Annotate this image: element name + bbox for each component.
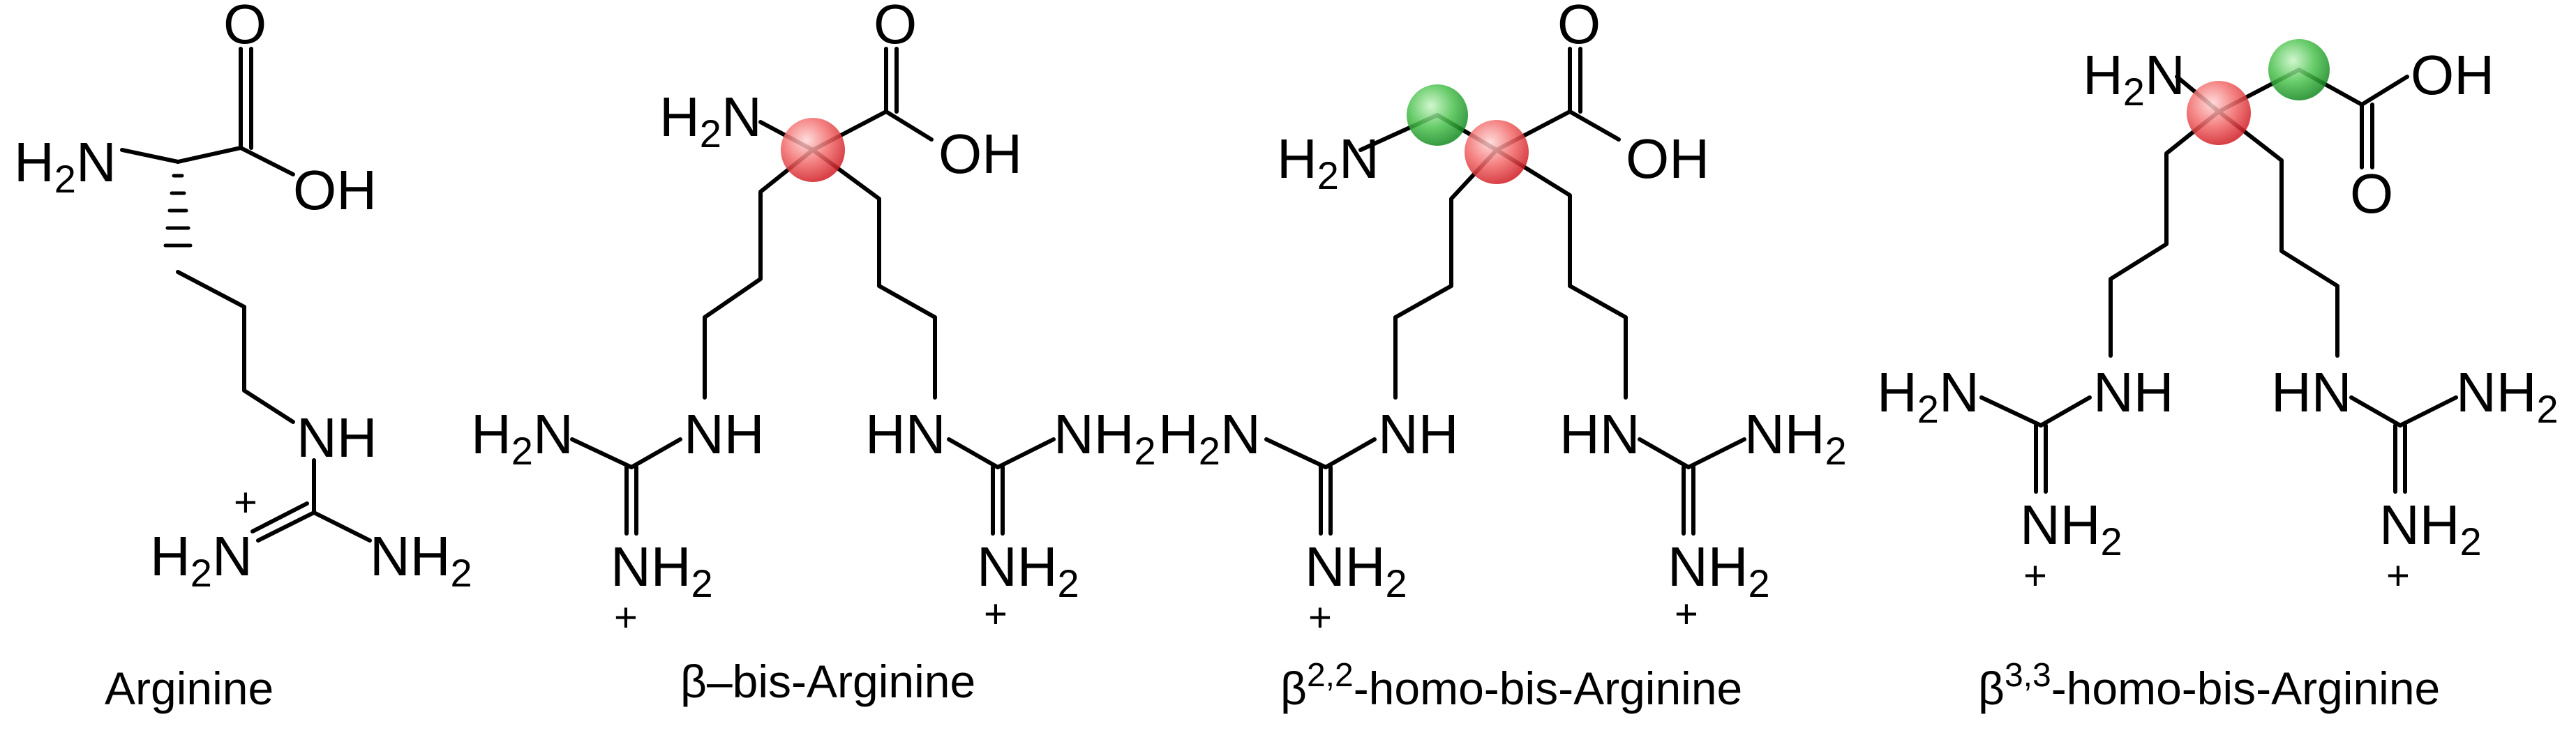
- charge-plus: +: [234, 480, 257, 525]
- atom-label-carbonyl-o: O: [223, 0, 267, 55]
- atom-label-carbonyl-o: O: [1557, 0, 1601, 55]
- atom-label-h2n: H2N: [14, 131, 117, 201]
- caption-beta33-homo-bis-arginine: β3,3-homo-bis-Arginine: [1978, 657, 2440, 714]
- atom-label-nh2-plus-left: NH2: [1305, 536, 1407, 605]
- atom-label-carbonyl-o: O: [874, 0, 917, 55]
- structure-beta-bis-arginine: H2N O OH NH H2N NH2 + HN NH2 NH2 + β–bis…: [471, 0, 1156, 707]
- atom-label-h2n-left: H2N: [1158, 403, 1261, 473]
- atom-label-nh2-plus-right: NH2: [1668, 536, 1770, 605]
- caption-beta-bis-arginine: β–bis-Arginine: [680, 656, 975, 707]
- atom-label-oh: OH: [2411, 44, 2494, 106]
- atom-label-nh2-plus-left: NH2: [611, 536, 713, 605]
- structure-beta22-homo-bis-arginine: H2N O OH NH H2N NH2 + HN NH2 NH2 + β2,2-…: [1158, 0, 1847, 714]
- atom-label-nh-left: NH: [684, 403, 765, 465]
- red-highlight-quaternary-carbon: [2187, 81, 2251, 145]
- green-highlight-methylene: [2268, 39, 2330, 100]
- caption-arginine: Arginine: [105, 662, 274, 714]
- atom-label-nh2-plus-left: NH2: [2020, 494, 2122, 563]
- atom-label-h2n: H2N: [659, 86, 762, 156]
- green-highlight-methylene: [1407, 84, 1468, 146]
- red-highlight-quaternary-carbon: [781, 118, 845, 182]
- atom-label-h2n: H2N: [2083, 44, 2185, 114]
- charge-plus-left: +: [1308, 595, 1332, 640]
- atom-label-oh: OH: [938, 123, 1022, 185]
- atom-label-oh: OH: [1626, 128, 1709, 190]
- atom-label-hn-right: HN: [1559, 403, 1640, 465]
- atom-label-hn-right: HN: [2271, 361, 2352, 423]
- atom-label-carbonyl-o: O: [2350, 162, 2393, 225]
- atom-label-nh2-plus-right: NH2: [977, 536, 1079, 605]
- atom-label-nh2-right: NH2: [2456, 361, 2559, 431]
- structure-arginine: H2N O OH NH + H2N NH2 Arginine: [14, 0, 472, 714]
- charge-plus-left: +: [614, 595, 638, 640]
- charge-plus-right: +: [1675, 591, 1698, 637]
- charge-plus-right: +: [2386, 553, 2410, 598]
- charge-plus-right: +: [984, 591, 1008, 637]
- structure-beta33-homo-bis-arginine: H2N OH O NH H2N NH2 + HN NH2 NH2 + β3,3-…: [1877, 39, 2559, 714]
- atom-label-h2n-plus: H2N: [150, 525, 253, 595]
- atom-label-nh2-right: NH2: [1744, 403, 1847, 473]
- atom-label-nh-left: NH: [2093, 361, 2174, 423]
- atom-label-h2n-left: H2N: [471, 403, 574, 473]
- atom-label-oh: OH: [293, 159, 377, 221]
- red-highlight-quaternary-carbon: [1465, 120, 1529, 184]
- atom-label-nh2: NH2: [370, 525, 472, 595]
- atom-label-h2n: H2N: [1277, 128, 1379, 197]
- atom-label-nh: NH: [297, 407, 377, 469]
- atom-label-nh2-plus-right: NH2: [2379, 494, 2482, 563]
- atom-label-hn-right: HN: [865, 403, 946, 465]
- caption-beta22-homo-bis-arginine: β2,2-homo-bis-Arginine: [1280, 657, 1742, 714]
- atom-label-nh-left: NH: [1378, 403, 1459, 465]
- charge-plus-left: +: [2023, 553, 2047, 598]
- atom-label-h2n-left: H2N: [1877, 361, 1979, 431]
- atom-label-nh2-right: NH2: [1054, 403, 1156, 473]
